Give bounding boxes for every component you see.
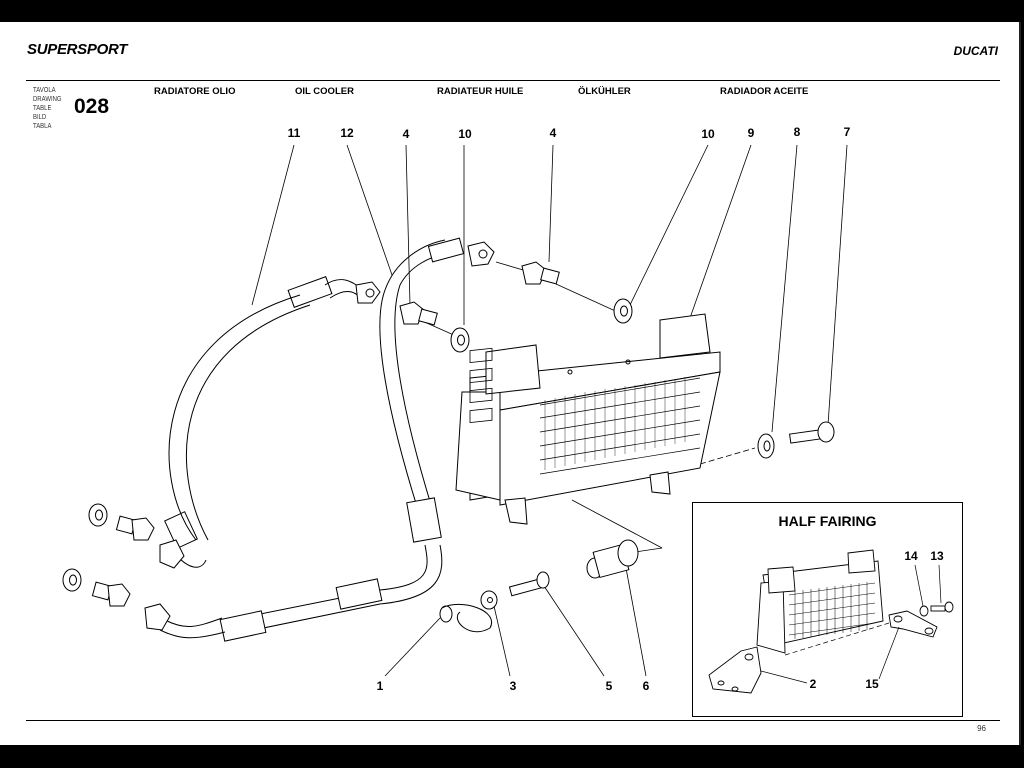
leader-lines — [251, 144, 848, 677]
header-rule — [26, 80, 1000, 81]
table-label: DRAWING — [33, 96, 62, 103]
callout-12: 12 — [340, 126, 354, 140]
bracket-15 — [888, 610, 938, 638]
callout-1: 1 — [376, 679, 384, 693]
callout-5: 5 — [605, 679, 613, 693]
table-label: TABLE — [33, 105, 52, 112]
title-spanish: RADIADOR ACEITE — [720, 86, 809, 97]
sealing-washer — [450, 298, 633, 353]
hose-upper — [159, 276, 381, 569]
inset-callout-13: 13 — [930, 549, 944, 563]
fitting-lower — [399, 301, 438, 326]
title-english: OIL COOLER — [295, 86, 354, 97]
cooler-side-slots — [469, 347, 493, 424]
callout-4: 4 — [549, 126, 557, 140]
callout-4: 4 — [402, 127, 410, 141]
title-italian: RADIATORE OLIO — [154, 86, 236, 97]
bracket-2 — [708, 646, 762, 694]
inset-diagram — [708, 549, 954, 694]
table-label: TAVOLA — [33, 87, 56, 94]
inset-callout-2: 2 — [809, 677, 817, 691]
brand-logo: DUCATI — [953, 44, 998, 58]
cooler-fins — [544, 377, 686, 470]
inset-screw-13 — [930, 601, 954, 613]
title-french: RADIATEUR HUILE — [437, 86, 524, 97]
inset-leaders — [760, 564, 942, 684]
screw-7 — [789, 421, 835, 444]
inset-callout-14: 14 — [904, 549, 918, 563]
callout-6: 6 — [642, 679, 650, 693]
inset-washer-14 — [919, 605, 929, 617]
table-label: TABLA — [33, 123, 52, 130]
rubber-mount-6 — [586, 539, 639, 579]
callout-7: 7 — [843, 125, 851, 139]
page-number: 96 — [977, 724, 986, 733]
washer-3 — [480, 590, 498, 610]
table-label: BILD — [33, 114, 47, 121]
inset-title: HALF FAIRING — [778, 513, 877, 529]
washer-8 — [757, 433, 775, 459]
table-label-list: TAVOLA DRAWING TABLE BILD TABLA — [33, 86, 67, 131]
callout-10: 10 — [458, 127, 472, 141]
half-fairing-inset: HALF FAIRING — [692, 502, 963, 717]
oil-cooler — [455, 313, 721, 525]
model-title: SUPERSPORT — [27, 41, 128, 58]
union-fittings-left — [62, 503, 155, 607]
fitting-upper — [521, 261, 560, 285]
callout-11: 11 — [287, 126, 301, 140]
hose-lower — [144, 237, 495, 642]
callout-3: 3 — [509, 679, 517, 693]
inset-callout-15: 15 — [865, 677, 879, 691]
callout-10: 10 — [701, 127, 715, 141]
title-german: ÖLKÜHLER — [578, 86, 631, 97]
screw-5 — [508, 571, 550, 597]
page-edge — [1019, 22, 1021, 745]
table-number: 028 — [74, 95, 110, 118]
clamp-1 — [439, 604, 493, 633]
callout-9: 9 — [747, 126, 755, 140]
footer-rule — [26, 720, 1000, 721]
callout-8: 8 — [793, 125, 801, 139]
inset-oil-cooler — [756, 549, 884, 654]
